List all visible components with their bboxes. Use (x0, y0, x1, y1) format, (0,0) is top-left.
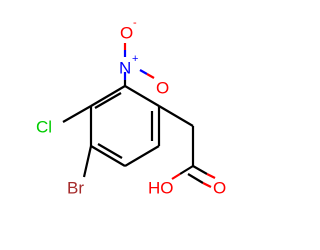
bond-nitro-oxygen-blue (139, 69, 148, 75)
oxygen-charge: - (133, 17, 137, 29)
nitro-oxygen-label: O (120, 24, 133, 43)
bond-carboxyl-double-2-red (202, 182, 212, 188)
carbonyl-oxygen-label: O (213, 179, 226, 198)
bond-ring-ch2 (158, 105, 194, 127)
nitro-nitrogen-label: N (119, 59, 131, 78)
bond-ring-chlorine (62, 105, 92, 123)
bond-carboxyl-hydroxyl-red (171, 173, 181, 180)
ring-bond-1 (90, 85, 126, 107)
ring-bond-4 (124, 145, 160, 167)
ring-bond-3 (90, 145, 126, 167)
ring-bond-1-inner (94, 92, 122, 109)
nitrogen-charge: + (132, 53, 138, 65)
bond-carboxyl-double-1-red (206, 173, 216, 179)
bond-nitro-oxygen-red (146, 73, 155, 79)
bond-carboxyl-double-2 (187, 173, 204, 184)
benzene-ring (89, 85, 161, 167)
chlorine-label: Cl (36, 118, 52, 137)
bond-carboxyl-double-1 (192, 165, 208, 175)
hydroxyl-label: HO (148, 179, 174, 198)
bond-carboxyl-hydroxyl (179, 165, 194, 175)
ring-bond-6 (124, 85, 160, 107)
bond-ring-bromine (82, 145, 93, 178)
ring-bond-3-inner (97, 143, 123, 159)
chemical-structure: Cl Br N + O - O HO O (36, 17, 226, 198)
bromine-label: Br (67, 179, 84, 198)
nitro-oxygen-right-label: O (156, 79, 169, 98)
